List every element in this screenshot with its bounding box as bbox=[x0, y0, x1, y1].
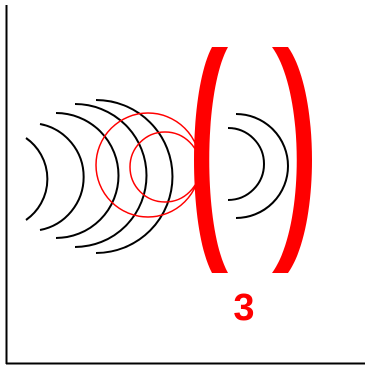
wave-arc-4 bbox=[75, 104, 147, 247]
sound-wave-arcs-icon bbox=[26, 100, 172, 253]
wave-arc-1 bbox=[26, 138, 47, 220]
wave-arc-5 bbox=[96, 100, 172, 253]
inner-wave-arc-2 bbox=[236, 114, 288, 218]
parentheses-icon bbox=[194, 47, 312, 273]
red-wave-circle-outer bbox=[96, 113, 200, 217]
inner-sound-wave-icon bbox=[228, 114, 288, 218]
frame-number-label: 3 bbox=[233, 287, 254, 329]
inner-wave-arc-1 bbox=[228, 128, 264, 200]
left-parenthesis bbox=[194, 47, 228, 273]
wave-arc-3 bbox=[56, 113, 119, 238]
right-parenthesis bbox=[272, 47, 312, 273]
red-circle-wave-icon bbox=[96, 113, 200, 217]
